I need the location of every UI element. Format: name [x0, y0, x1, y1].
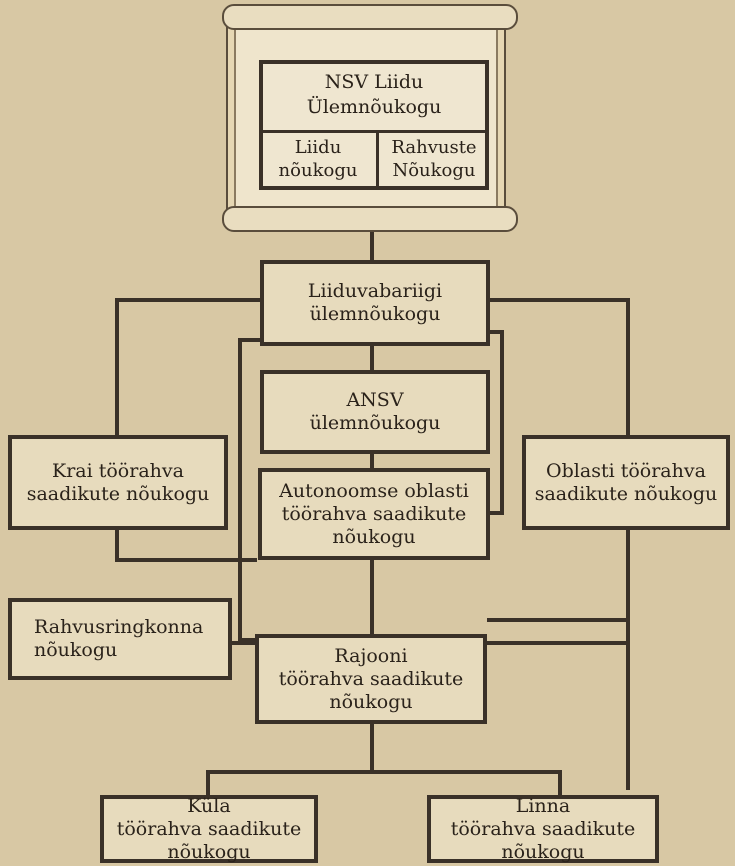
divider-vertical — [376, 130, 379, 190]
node-line: ülemnõukogu — [309, 412, 441, 434]
node-line: Oblasti töörahva — [546, 459, 706, 482]
node-line: Rahvusringkonna — [34, 616, 204, 638]
node-line: Krai töörahva — [52, 459, 184, 482]
title-line-2: Ülemnõukogu — [306, 96, 442, 118]
divider-horizontal — [263, 130, 485, 133]
scroll-bottom-roll — [222, 206, 518, 232]
node-line: nõukogu — [167, 840, 251, 863]
node-line: töörahva saadikute — [450, 817, 636, 840]
node-line: Autonoomse oblasti — [279, 479, 469, 502]
node-line: Küla — [187, 794, 231, 817]
city-soviet-box: Linna töörahva saadikute nõukogu — [427, 795, 659, 863]
node-line: saadikute nõukogu — [26, 482, 210, 505]
node-line: töörahva saadikute — [278, 667, 464, 690]
node-line: nõukogu — [329, 690, 413, 713]
soviet-of-union-line1: Liidu — [294, 137, 342, 158]
node-line: nõukogu — [34, 639, 118, 661]
union-republic-supreme-soviet-box: Liiduvabariigi ülemnõukogu — [260, 260, 490, 346]
soviet-of-nationalities-label: Rahvuste Nõukogu — [379, 136, 489, 182]
title-line-1: NSV Liidu — [324, 71, 424, 93]
autonomous-oblast-soviet-box: Autonoomse oblasti töörahva saadikute nõ… — [258, 468, 490, 560]
village-soviet-box: Küla töörahva saadikute nõukogu — [100, 795, 318, 863]
scroll-top-roll — [222, 4, 518, 30]
node-line: Linna — [515, 794, 571, 817]
node-line: ülemnõukogu — [309, 303, 441, 325]
node-line: nõukogu — [501, 840, 585, 863]
node-line: nõukogu — [332, 525, 416, 548]
node-line: saadikute nõukogu — [534, 482, 718, 505]
ussr-supreme-soviet-box: NSV Liidu Ülemnõukogu Liidu nõukogu Rahv… — [259, 60, 489, 190]
soviet-of-nationalities-line2: Nõukogu — [392, 160, 476, 181]
node-line: töörahva saadikute — [116, 817, 302, 840]
assr-supreme-soviet-box: ANSV ülemnõukogu — [260, 370, 490, 454]
soviet-of-nationalities-line1: Rahvuste — [391, 137, 477, 158]
krai-soviet-box: Krai töörahva saadikute nõukogu — [8, 435, 228, 530]
node-line: töörahva saadikute — [281, 502, 467, 525]
national-district-soviet-box: Rahvusringkonna nõukogu — [8, 598, 232, 680]
ussr-supreme-soviet-title: NSV Liidu Ülemnõukogu — [263, 70, 485, 120]
node-line: Liiduvabariigi — [307, 280, 443, 302]
node-line: Rajooni — [334, 644, 408, 667]
soviet-of-union-label: Liidu nõukogu — [263, 136, 373, 182]
soviet-of-union-line2: nõukogu — [278, 160, 358, 181]
node-line: ANSV — [346, 389, 404, 411]
oblast-soviet-box: Oblasti töörahva saadikute nõukogu — [522, 435, 730, 530]
raion-soviet-box: Rajooni töörahva saadikute nõukogu — [255, 634, 487, 724]
